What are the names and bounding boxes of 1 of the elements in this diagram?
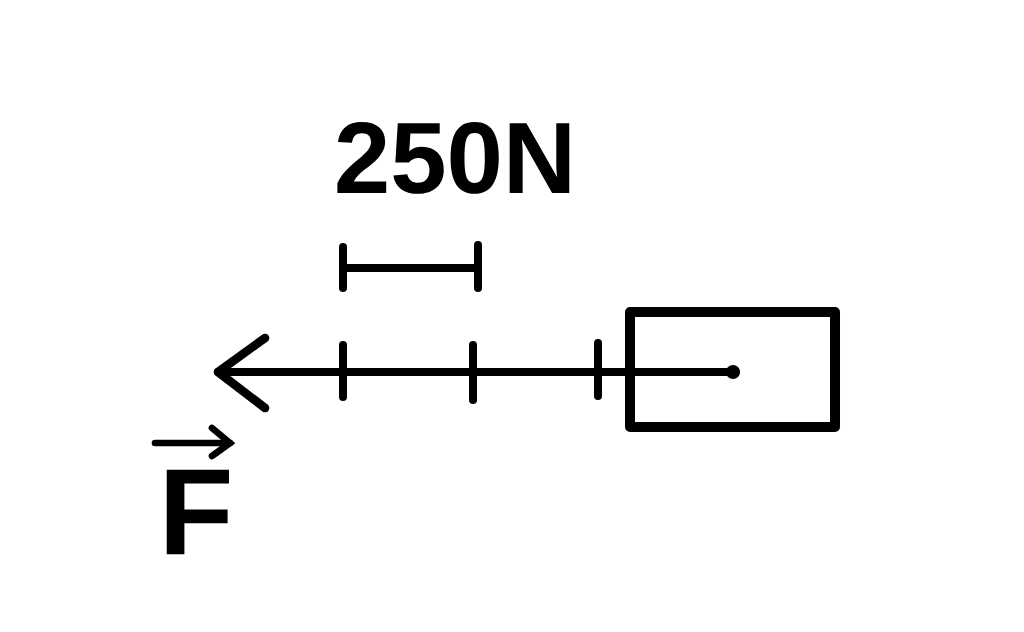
scale-label: 250N [337, 122, 570, 194]
